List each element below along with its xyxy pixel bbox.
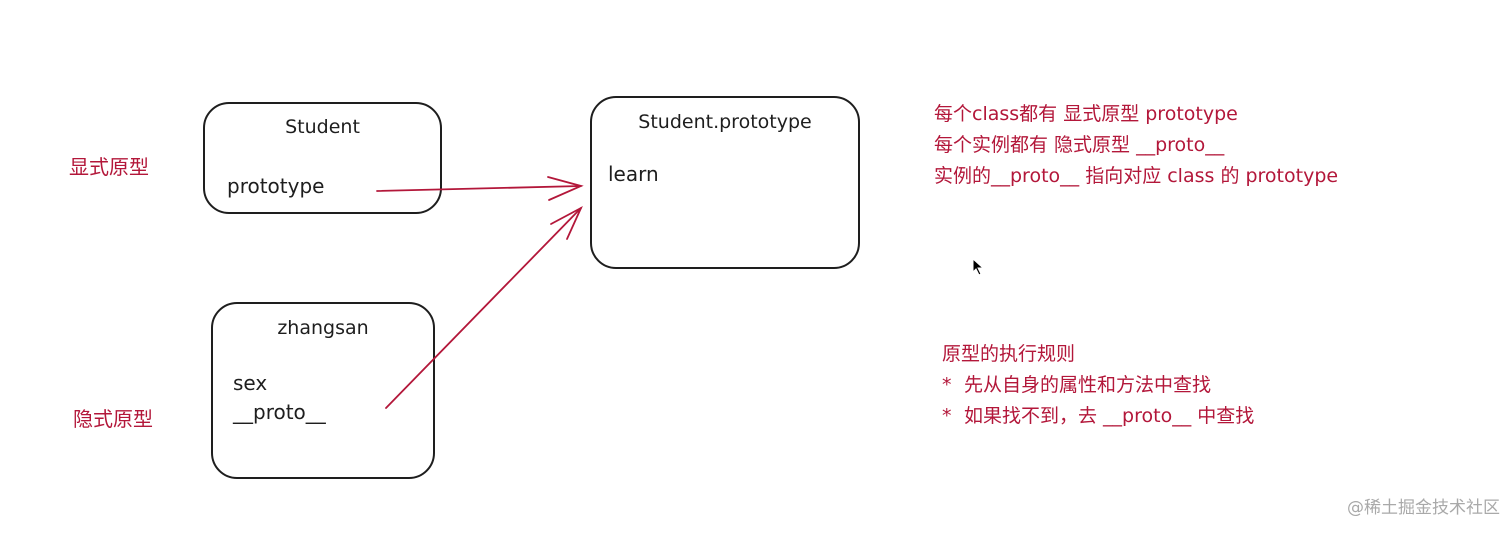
zhangsan-proto-field: __proto__ [233,400,326,424]
student-prototype-learn-field: learn [608,162,659,186]
mouse-cursor-icon [972,258,985,276]
watermark: @稀土掘金技术社区 [1347,498,1500,518]
student-box-title: Student [285,116,360,138]
note-line-2: 每个实例都有 隐式原型 __proto__ [934,134,1225,156]
notes-rules: 原型的执行规则 *先从自身的属性和方法中查找 *如果找不到，去 __proto_… [942,339,1254,432]
bullet-icon: * [942,405,952,427]
zhangsan-instance-box[interactable]: zhangsan sex __proto__ [211,302,435,479]
student-prototype-box[interactable]: Student.prototype learn [590,96,860,269]
rules-bullet-2: *如果找不到，去 __proto__ 中查找 [942,401,1254,432]
implicit-prototype-label: 隐式原型 [73,407,153,431]
note-line-1: 每个class都有 显式原型 prototype [934,103,1238,125]
explicit-prototype-label: 显式原型 [69,155,149,179]
student-prototype-field: prototype [227,174,325,198]
note-line-3: 实例的__proto__ 指向对应 class 的 prototype [934,165,1339,187]
notes-top: 每个class都有 显式原型 prototype 每个实例都有 隐式原型 __p… [934,99,1338,192]
rules-bullet-1: *先从自身的属性和方法中查找 [942,370,1254,401]
student-prototype-box-title: Student.prototype [638,111,812,133]
rules-title: 原型的执行规则 [942,343,1076,365]
student-class-box[interactable]: Student prototype [203,102,442,214]
zhangsan-sex-field: sex [233,371,268,395]
zhangsan-box-title: zhangsan [277,317,369,339]
bullet-icon: * [942,374,952,396]
